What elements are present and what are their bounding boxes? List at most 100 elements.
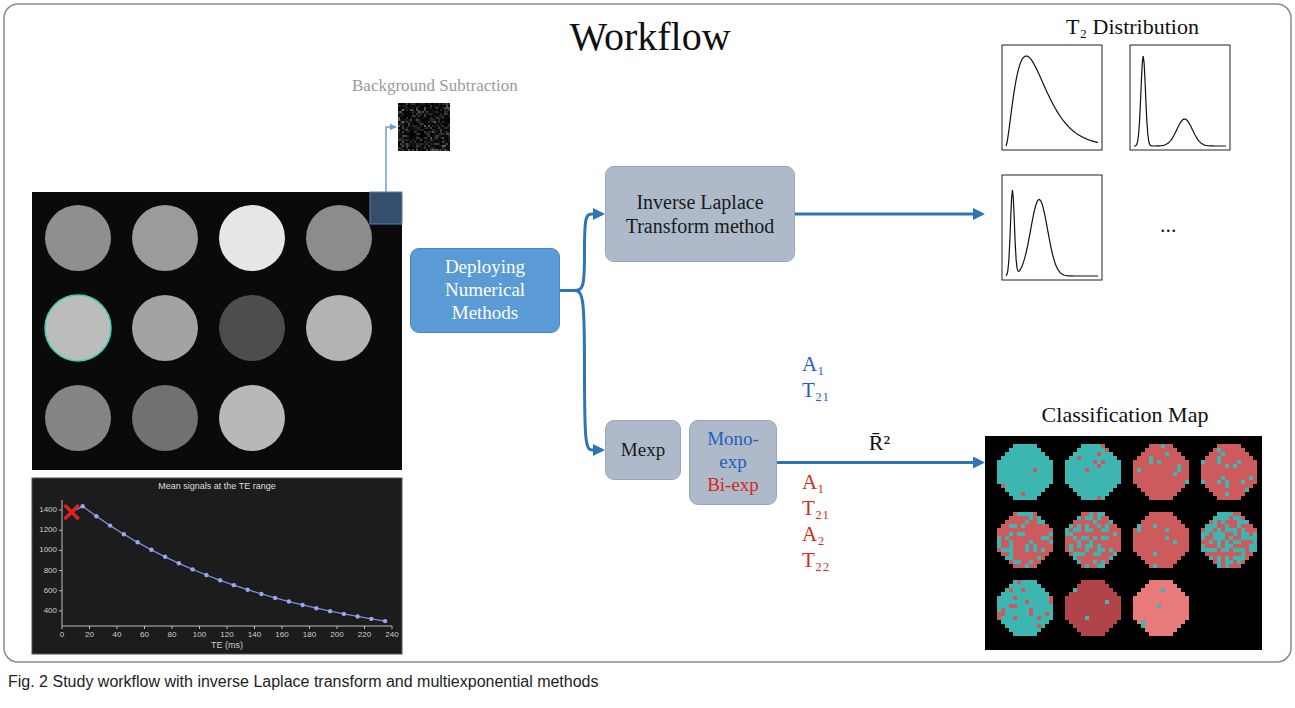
class-pixel (1101, 488, 1105, 492)
class-pixel (1229, 480, 1233, 484)
class-pixel (1029, 548, 1033, 552)
class-pixel (1165, 496, 1169, 500)
noise-pixel (430, 121, 432, 123)
class-pixel (1153, 488, 1157, 492)
class-pixel (1029, 560, 1033, 564)
class-pixel (1077, 552, 1081, 556)
noise-pixel (408, 103, 410, 105)
noise-pixel (438, 127, 440, 129)
noise-pixel (440, 111, 442, 113)
class-pixel (1013, 448, 1017, 452)
noise-pixel (446, 109, 448, 111)
class-pixel (1009, 452, 1013, 456)
class-pixel (1033, 468, 1037, 472)
class-pixel (1085, 452, 1089, 456)
class-pixel (1237, 484, 1241, 488)
class-pixel (1145, 468, 1149, 472)
class-pixel (1017, 536, 1021, 540)
class-pixel (1105, 544, 1109, 548)
class-pixel (1141, 460, 1145, 464)
data-point (369, 617, 373, 621)
class-pixel (1157, 444, 1161, 448)
data-point (177, 561, 181, 565)
class-pixel (1101, 560, 1105, 564)
class-pixel (1253, 540, 1257, 544)
class-pixel (1045, 544, 1049, 548)
class-pixel (997, 468, 1001, 472)
class-pixel (1077, 556, 1081, 560)
class-pixel (1173, 520, 1177, 524)
noise-pixel (408, 129, 410, 131)
noise-pixel (420, 127, 422, 129)
noise-pixel (402, 129, 404, 131)
noise-pixel (430, 125, 432, 127)
noise-pixel (448, 131, 450, 133)
noise-pixel (412, 141, 414, 143)
class-pixel (1153, 452, 1157, 456)
class-pixel (1217, 564, 1221, 568)
noise-pixel (408, 105, 410, 107)
class-pixel (1221, 548, 1225, 552)
class-pixel (1225, 460, 1229, 464)
noise-pixel (440, 119, 442, 121)
class-pixel (1217, 544, 1221, 548)
data-point (163, 555, 167, 559)
noise-pixel (424, 113, 426, 115)
class-pixel (1233, 456, 1237, 460)
class-pixel (1037, 548, 1041, 552)
class-pixel (1041, 472, 1045, 476)
class-pixel (1181, 544, 1185, 548)
class-pixel (1213, 456, 1217, 460)
class-pixel (1029, 564, 1033, 568)
noise-pixel (432, 127, 434, 129)
class-pixel (1089, 520, 1093, 524)
noise-pixel (446, 129, 448, 131)
noise-pixel (408, 137, 410, 139)
class-pixel (1097, 480, 1101, 484)
class-pixel (1161, 472, 1165, 476)
noise-pixel (410, 111, 412, 113)
class-pixel (1221, 520, 1225, 524)
noise-pixel (444, 149, 446, 151)
class-pixel (1185, 540, 1189, 544)
tick-mark (254, 626, 255, 629)
class-pixel (1229, 512, 1233, 516)
noise-pixel (430, 137, 432, 139)
class-pixel (1213, 464, 1217, 468)
noise-pixel (400, 107, 402, 109)
noise-pixel (404, 115, 406, 117)
class-pixel (1161, 520, 1165, 524)
class-pixel (1021, 448, 1025, 452)
class-pixel (1157, 540, 1161, 544)
class-pixel (1161, 468, 1165, 472)
class-pixel (1017, 480, 1021, 484)
class-pixel (1185, 476, 1189, 480)
class-pixel (997, 548, 1001, 552)
class-pixel (1013, 468, 1017, 472)
class-pixel (1025, 456, 1029, 460)
noise-pixel (442, 127, 444, 129)
class-pixel (1157, 512, 1161, 516)
class-pixel (1037, 464, 1041, 468)
noise-pixel (404, 113, 406, 115)
noise-pixel (426, 125, 428, 127)
class-pixel (1013, 472, 1017, 476)
background-roi (370, 192, 402, 224)
class-pixel (1145, 516, 1149, 520)
class-pixel (1157, 536, 1161, 540)
noise-pixel (418, 107, 420, 109)
phantom-vial (45, 385, 111, 451)
noise-pixel (434, 133, 436, 135)
class-pixel (1097, 564, 1101, 568)
class-pixel (1045, 456, 1049, 460)
noise-pixel (436, 115, 438, 117)
noise-pixel (422, 145, 424, 147)
class-pixel (1225, 528, 1229, 532)
class-pixel (1085, 548, 1089, 552)
class-pixel (1109, 484, 1113, 488)
class-pixel (1037, 532, 1041, 536)
class-pixel (1153, 524, 1157, 528)
phantom-vial (306, 205, 372, 271)
class-pixel (1141, 548, 1145, 552)
class-pixel (1161, 464, 1165, 468)
